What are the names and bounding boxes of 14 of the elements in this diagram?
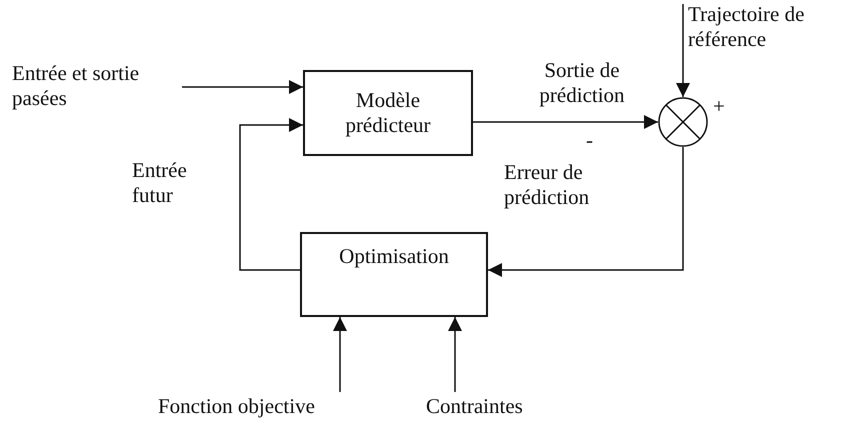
signal-label: Entrée et sortie pasées <box>12 60 140 112</box>
arrow <box>182 80 303 94</box>
arrow <box>239 118 303 271</box>
arrow <box>333 317 347 392</box>
arrow <box>448 317 462 392</box>
arrow <box>473 115 658 129</box>
signal-label: Contraintes <box>426 394 523 420</box>
process-box <box>303 70 473 156</box>
box-label: Modèle prédicteur <box>344 88 432 138</box>
signal-label: Fonction objective <box>158 394 315 420</box>
arrow <box>676 4 690 97</box>
process-box <box>300 232 488 317</box>
arrow <box>488 147 684 277</box>
box-label: Optimisation <box>339 244 449 270</box>
